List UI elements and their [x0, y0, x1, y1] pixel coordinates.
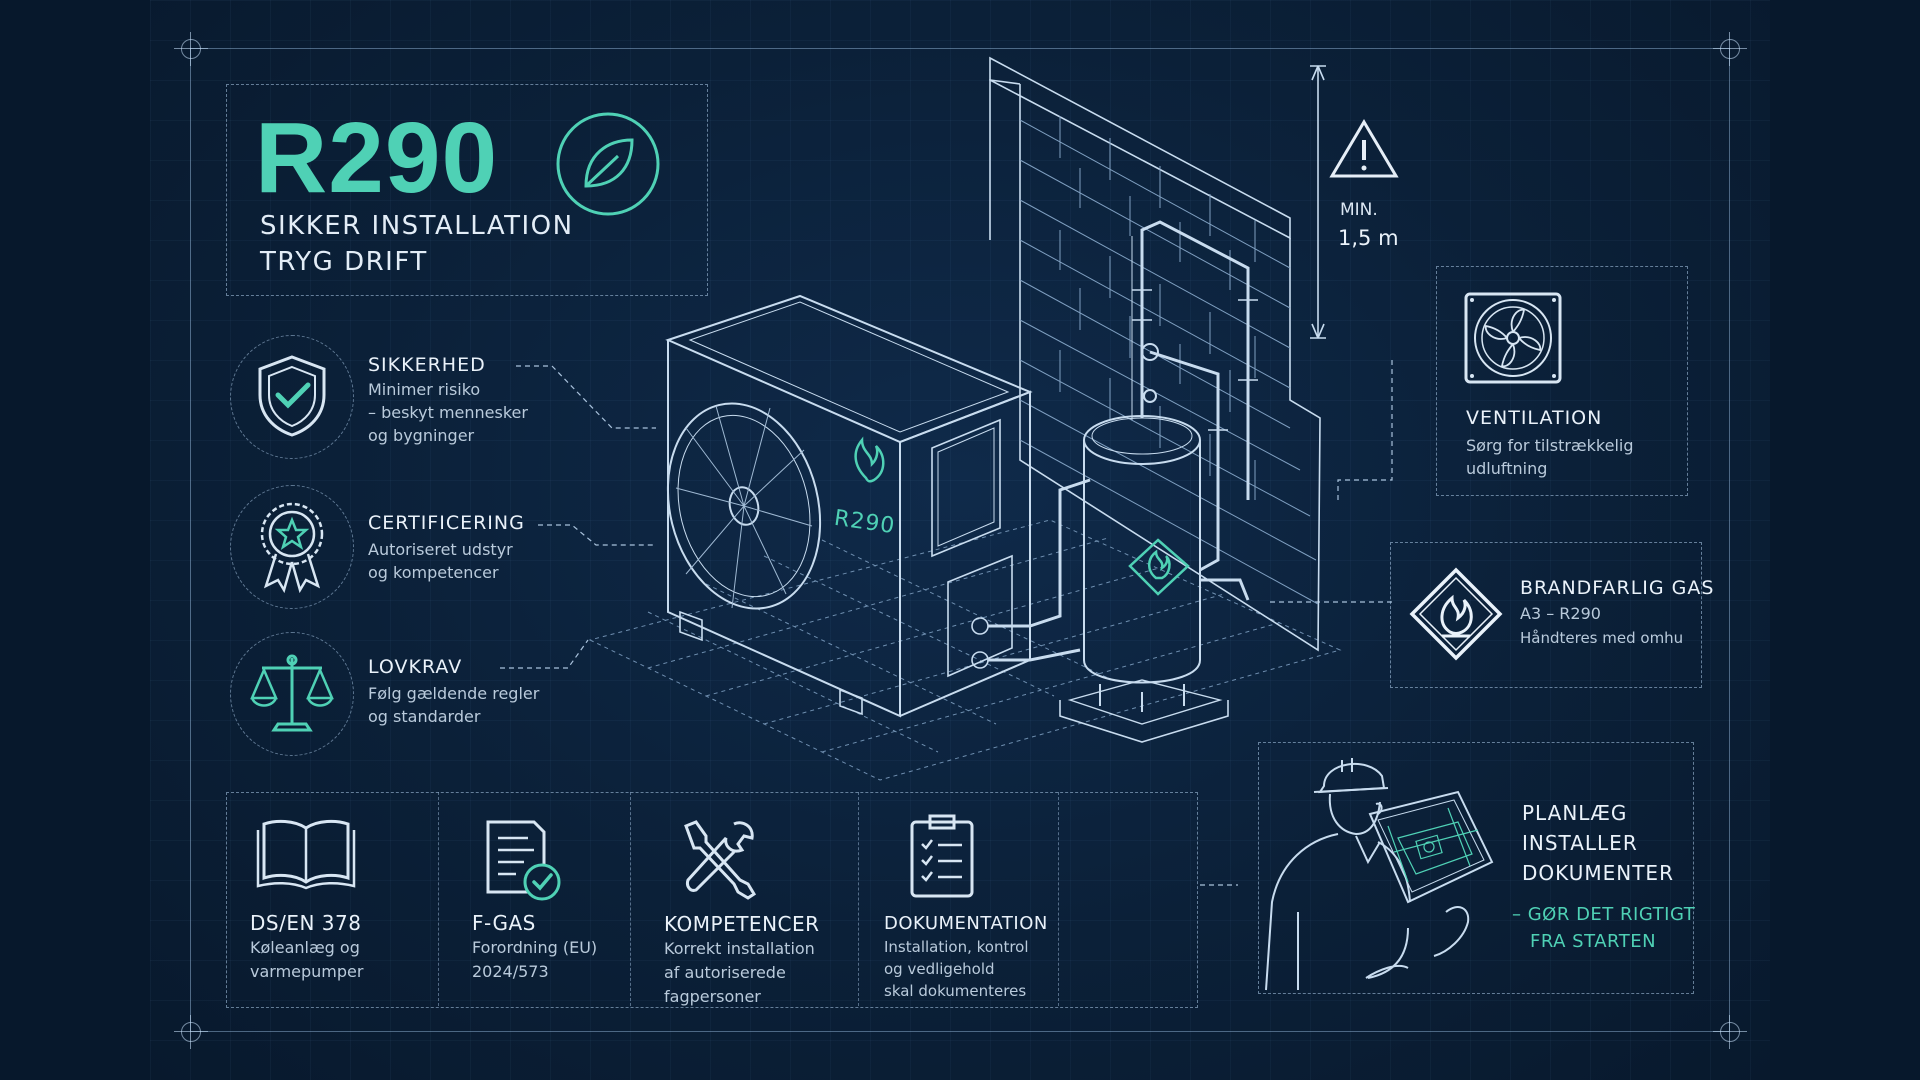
title-box — [226, 84, 708, 296]
clearance-label: MIN. — [1340, 200, 1378, 220]
cta-tagline-2: FRA STARTEN — [1530, 931, 1657, 952]
subtitle-line-1: SIKKER INSTALLATION — [260, 211, 574, 241]
feature-title-certificering: CERTIFICERING — [368, 512, 525, 534]
ventilation-box — [1436, 266, 1688, 496]
award-badge-icon — [254, 500, 330, 594]
divider — [630, 792, 631, 1006]
standards-strip — [226, 792, 1198, 1008]
registration-mark — [174, 1015, 208, 1049]
cta-box — [1258, 742, 1694, 994]
divider — [438, 792, 439, 1006]
installer-illustration — [1265, 758, 1494, 991]
feature-icon-circle — [230, 632, 354, 756]
standard-title: KOMPETENCER — [664, 912, 820, 936]
feature-title-lovkrav: LOVKRAV — [368, 656, 463, 678]
subtitle-line-2: TRYG DRIFT — [260, 247, 428, 277]
frame-bottom — [190, 1031, 1730, 1032]
frame-left — [190, 48, 191, 1031]
cta-steps: PLANLÆG INSTALLER DOKUMENTER — [1522, 801, 1674, 885]
standard-title: DS/EN 378 — [250, 911, 362, 935]
standard-text: Installation, kontrol og vedligehold ska… — [884, 938, 1029, 1000]
feature-text: Autoriseret udstyr og kompetencer — [368, 540, 513, 582]
flammable-gas-box — [1390, 542, 1702, 688]
warning-icon — [1330, 120, 1398, 180]
standard-title: F-GAS — [472, 911, 536, 935]
gas-line-2: Håndteres med omhu — [1520, 629, 1684, 647]
frame-top — [190, 48, 1730, 49]
feature-text: Minimer risiko – beskyt mennesker og byg… — [368, 380, 528, 445]
clearance-value: 1,5 m — [1338, 226, 1399, 250]
feature-icon-circle — [230, 485, 354, 609]
ventilation-text: Sørg for tilstrækkelig udluftning — [1466, 436, 1634, 478]
clipboard-icon — [908, 812, 976, 900]
gas-line-1: A3 – R290 — [1520, 604, 1601, 623]
registration-mark — [1713, 32, 1747, 66]
registration-mark — [1713, 1015, 1747, 1049]
divider — [1058, 792, 1059, 1006]
fan-icon — [1464, 292, 1562, 384]
blueprint-board — [150, 0, 1770, 1080]
standard-text: Forordning (EU) 2024/573 — [472, 938, 598, 981]
frame-right — [1729, 48, 1730, 1031]
page-title: R290 — [255, 102, 499, 214]
tools-icon — [676, 818, 760, 902]
registration-mark — [174, 32, 208, 66]
gas-title: BRANDFARLIG GAS — [1520, 577, 1715, 599]
cta-tagline-1: – GØR DET RIGTIGT — [1512, 904, 1696, 925]
book-icon — [256, 814, 356, 892]
ventilation-title: VENTILATION — [1466, 407, 1603, 429]
flammable-diamond-icon — [1408, 566, 1504, 662]
feature-text: Følg gældende regler og standarder — [368, 684, 540, 726]
shield-check-icon — [252, 353, 332, 439]
document-check-icon — [484, 818, 564, 902]
leaf-icon — [556, 112, 660, 216]
warning-dot — [1361, 165, 1367, 171]
feature-icon-circle — [230, 335, 354, 459]
standard-text: Korrekt installation af autoriserede fag… — [664, 939, 815, 1006]
scales-icon — [248, 650, 336, 736]
standard-title: DOKUMENTATION — [884, 913, 1048, 934]
divider — [858, 792, 859, 1006]
standard-text: Køleanlæg og varmepumper — [250, 938, 364, 981]
feature-title-sikkerhed: SIKKERHED — [368, 354, 486, 376]
